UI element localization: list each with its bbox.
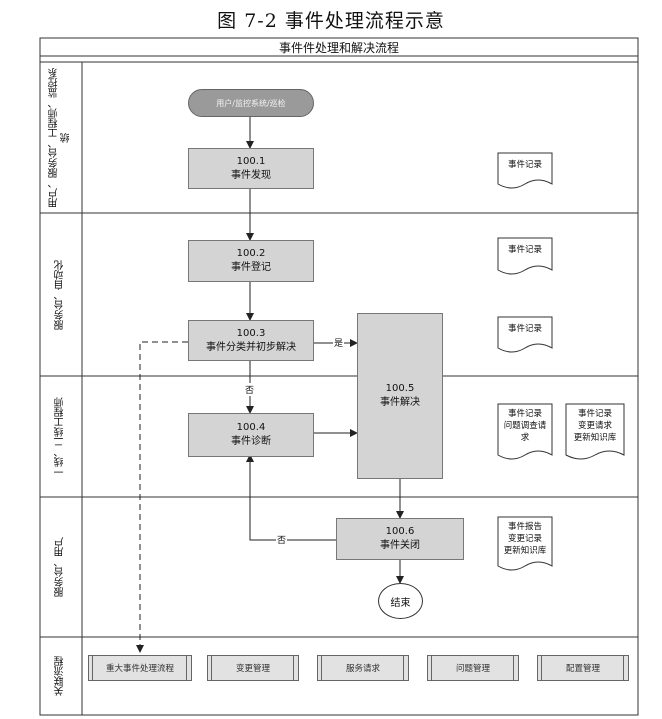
doc-line: 事件记录 bbox=[507, 245, 542, 255]
lane-label: 一线、二线工程师 bbox=[55, 397, 66, 477]
document-problem-request: 事件记录 问题调查请 求 bbox=[498, 404, 552, 444]
doc-shape bbox=[497, 237, 553, 275]
related-process-major-incident: 重大事件处理流程 bbox=[88, 655, 192, 681]
step-id: 100.1 bbox=[236, 155, 266, 167]
related-process-problem-management: 问题管理 bbox=[427, 655, 519, 681]
document-event-report: 事件报告 变更记录 更新知识库 bbox=[498, 517, 552, 557]
step-100-6: 100.6 事件关闭 bbox=[336, 518, 464, 560]
step-name: 事件登记 bbox=[231, 262, 271, 273]
doc-line: 事件记录 bbox=[507, 409, 542, 419]
lane-label: 关联流程 bbox=[55, 656, 66, 696]
step-name: 事件发现 bbox=[231, 169, 271, 181]
step-id: 100.6 bbox=[385, 526, 415, 537]
end-node: 结束 bbox=[378, 583, 423, 619]
related-process-configuration-management: 配置管理 bbox=[537, 655, 629, 681]
doc-shape bbox=[497, 152, 553, 189]
doc-line: 事件记录 bbox=[507, 160, 542, 170]
doc-shape bbox=[565, 403, 625, 460]
step-100-2: 100.2 事件登记 bbox=[188, 240, 314, 282]
document-event-record: 事件记录 bbox=[498, 238, 552, 256]
doc-line: 问题调查请 bbox=[503, 421, 547, 431]
doc-line: 更新知识库 bbox=[573, 433, 617, 443]
step-100-4: 100.4 事件诊断 bbox=[188, 413, 314, 457]
lane-label: 用户、服务台、工程师、监控系统 bbox=[49, 68, 72, 208]
doc-line: 事件记录 bbox=[507, 324, 542, 334]
step-100-3: 100.3 事件分类并初步解决 bbox=[188, 320, 314, 361]
figure-title: 图 7-2 事件处理流程示意 bbox=[217, 10, 445, 32]
start-node: 用户/监控系统/巡检 bbox=[188, 89, 314, 117]
table-header: 事件件处理和解决流程 bbox=[278, 40, 399, 55]
lane-label: 服务台、自动化 bbox=[55, 260, 66, 330]
doc-line: 更新知识库 bbox=[503, 546, 547, 556]
related-process-service-request: 服务请求 bbox=[317, 655, 409, 681]
step-id: 100.5 bbox=[385, 383, 415, 394]
edge-1006-back-to-1004 bbox=[246, 454, 336, 541]
step-id: 100.4 bbox=[236, 422, 266, 433]
doc-line: 事件报告 bbox=[507, 522, 542, 532]
document-event-record: 事件记录 bbox=[498, 153, 552, 171]
step-100-5: 100.5 事件解决 bbox=[357, 313, 443, 479]
step-name: 事件关闭 bbox=[380, 540, 420, 551]
step-id: 100.3 bbox=[236, 327, 266, 339]
doc-shape bbox=[497, 403, 553, 460]
doc-line: 事件记录 bbox=[577, 409, 612, 419]
doc-line: 变更记录 bbox=[507, 534, 542, 544]
related-process-change-management: 变更管理 bbox=[207, 655, 299, 681]
step-id: 100.2 bbox=[236, 248, 266, 259]
edge-label-no: 否 bbox=[244, 383, 256, 396]
doc-shape bbox=[497, 516, 553, 571]
doc-shape bbox=[497, 316, 553, 353]
document-event-record: 事件记录 bbox=[498, 317, 552, 335]
edge-dashed-to-major-incident bbox=[136, 341, 188, 653]
step-name: 事件分类并初步解决 bbox=[206, 341, 296, 353]
step-name: 事件诊断 bbox=[231, 436, 271, 447]
lane-label: 服务台、用户 bbox=[55, 537, 66, 598]
step-100-1: 100.1 事件发现 bbox=[188, 148, 314, 189]
edge-label-no: 否 bbox=[276, 533, 288, 546]
document-change-request: 事件记录 变更请求 更新知识库 bbox=[566, 404, 624, 444]
doc-line: 变更请求 bbox=[577, 421, 612, 431]
doc-line: 求 bbox=[520, 433, 530, 443]
edge-label-yes: 是 bbox=[333, 336, 345, 349]
step-name: 事件解决 bbox=[380, 397, 420, 408]
